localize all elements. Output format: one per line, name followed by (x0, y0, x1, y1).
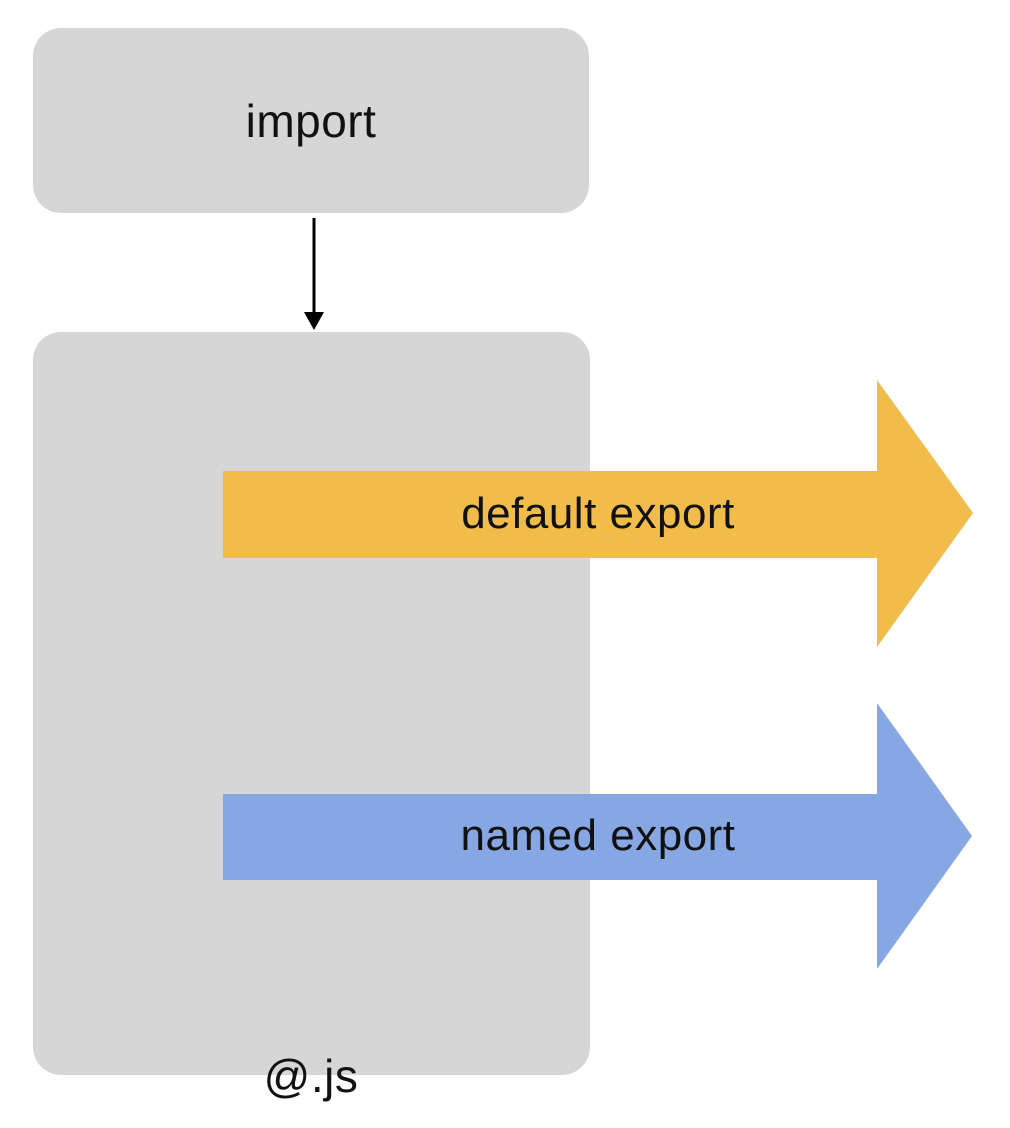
down-arrow-icon (304, 218, 324, 330)
module-node-label: @.js (263, 1050, 359, 1102)
import-node-label: import (245, 94, 377, 147)
default-export-label: default export (461, 488, 735, 538)
named-export-label: named export (460, 811, 736, 860)
module-node (33, 332, 590, 1075)
import-node: import (33, 28, 589, 213)
